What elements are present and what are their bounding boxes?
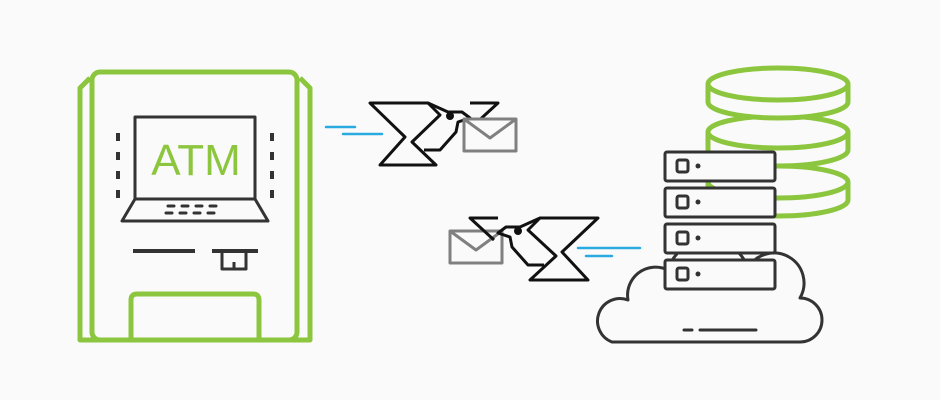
atm-keys [164, 204, 218, 215]
database-disk-1-top [705, 65, 851, 103]
atm-side-indicators [116, 133, 274, 198]
envelope-icon [462, 117, 518, 153]
server-rack-icon [663, 150, 777, 291]
speed-lines-left [324, 125, 384, 136]
server-unit [663, 186, 777, 219]
atm-screen [133, 115, 257, 201]
atm-body [89, 69, 300, 343]
atm-screen-label: ATM [151, 136, 241, 185]
speed-lines-right [576, 246, 642, 258]
atm-machine-icon: ATM [77, 69, 313, 343]
envelope-icon [448, 229, 504, 265]
outgoing-message-group [324, 101, 518, 167]
server-unit [663, 222, 777, 255]
atm-keyboard [120, 198, 270, 223]
incoming-message-group [448, 216, 642, 282]
cloud-icon [596, 238, 824, 344]
database-disk-2-top [705, 113, 851, 151]
server-unit [663, 258, 777, 291]
carrier-bird-icon [468, 216, 600, 282]
server-unit [663, 150, 777, 183]
atm-bottom-door [128, 291, 262, 340]
